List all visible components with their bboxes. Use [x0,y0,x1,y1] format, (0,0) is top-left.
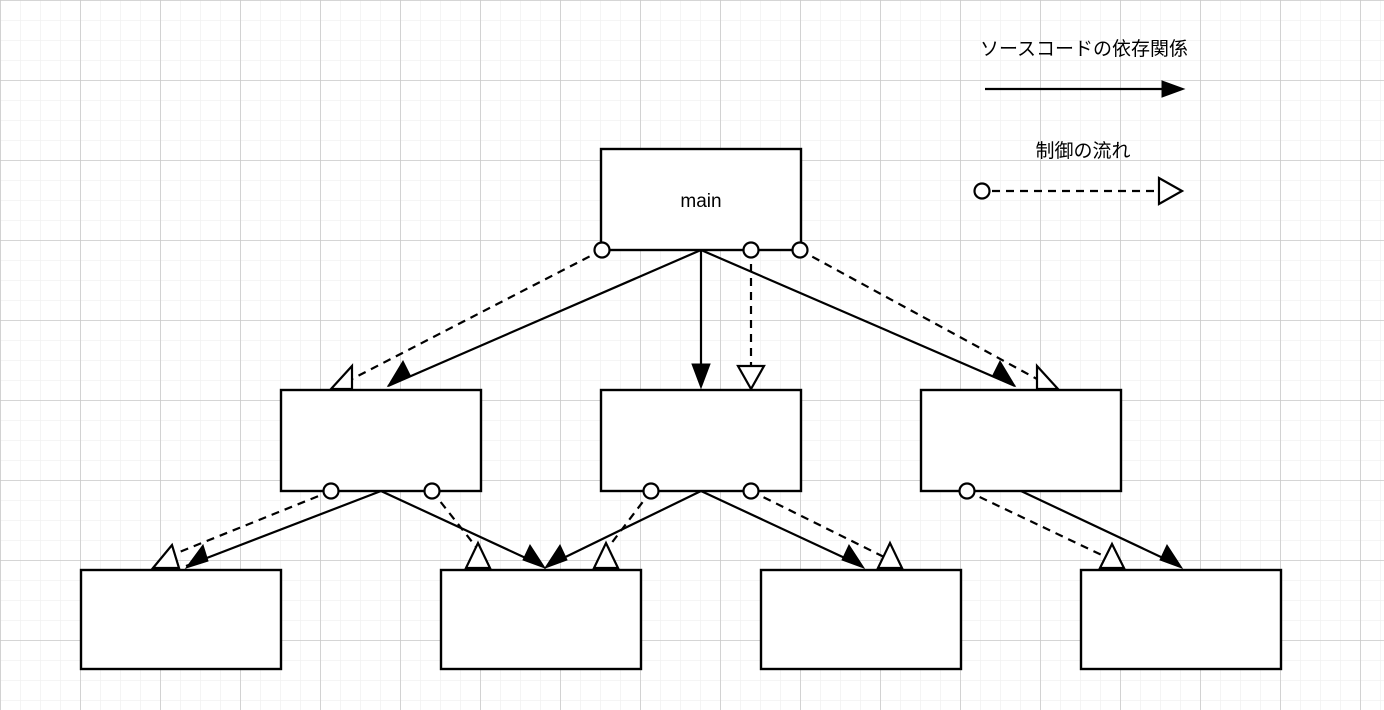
dependency-edges [184,248,1184,569]
node-leaf-2[interactable] [439,568,643,671]
node-leaf-4[interactable] [1079,568,1283,671]
control-flow-edge[interactable] [799,249,1061,391]
port-circle[interactable] [593,241,611,259]
node-mid-2[interactable] [599,388,803,493]
dependency-edge[interactable] [691,250,711,390]
port-circle[interactable] [322,482,340,500]
node-main-label: main [680,191,721,212]
port-circle[interactable] [791,241,809,259]
legend-control-flow: 制御の流れ [973,140,1185,206]
source-ports [322,241,976,500]
control-flow-edges [150,249,1126,570]
legend-control-flow-label: 制御の流れ [1035,140,1130,162]
legend-control-flow-source-circle [973,182,991,200]
control-flow-edge[interactable] [966,490,1126,570]
port-circle[interactable] [958,482,976,500]
port-circle[interactable] [642,482,660,500]
node-leaf-3[interactable] [759,568,963,671]
control-flow-edge[interactable] [592,490,652,570]
control-flow-edge[interactable] [736,250,766,392]
node-mid-1[interactable] [279,388,483,493]
dependency-edge[interactable] [543,490,702,569]
port-circle[interactable] [742,241,760,259]
control-flow-edge[interactable] [150,489,332,570]
node-leaf-1[interactable] [79,568,283,671]
dependency-edge[interactable] [386,248,702,388]
control-flow-edge[interactable] [328,249,603,391]
legend-dependency: ソースコードの依存関係 [980,38,1188,98]
dependency-edge[interactable] [184,489,382,569]
port-circle[interactable] [742,482,760,500]
dependency-edge[interactable] [700,490,866,569]
legend-dependency-arrowhead [1161,80,1186,98]
control-flow-edge[interactable] [750,490,904,570]
port-circle[interactable] [423,482,441,500]
dependency-edge[interactable] [700,248,1017,388]
node-main[interactable]: main [599,147,803,252]
dependency-edge[interactable] [1020,490,1184,569]
node-mid-3[interactable] [919,388,1123,493]
legend-dependency-label: ソースコードの依存関係 [980,38,1188,60]
legend-control-flow-arrowhead [1157,176,1185,206]
control-flow-edge[interactable] [431,490,492,570]
